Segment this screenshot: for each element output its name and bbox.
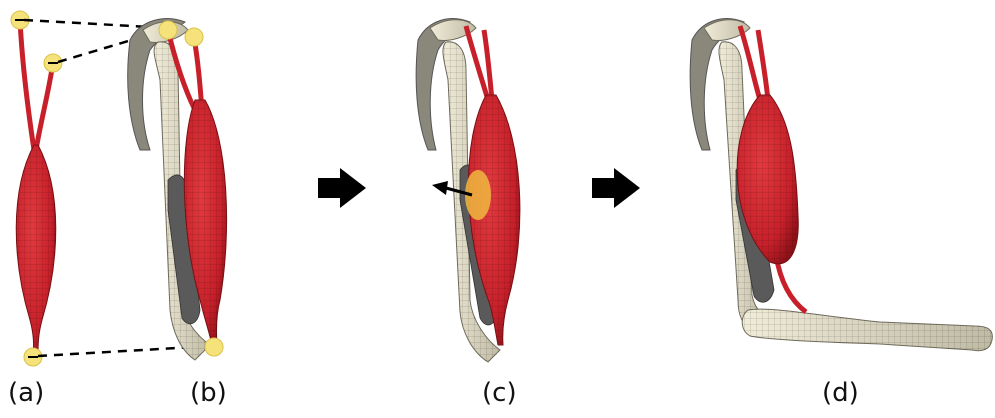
panel-label-d: (d) — [822, 378, 859, 408]
panel-b-arm — [128, 19, 227, 360]
panel-label-b: (b) — [190, 378, 227, 408]
attachment-marker-icon — [159, 21, 177, 39]
panel-c-arm — [416, 19, 520, 362]
panel-label-a: (a) — [8, 378, 44, 408]
panel-a-muscle — [11, 11, 62, 366]
flow-arrow-icon — [318, 168, 366, 208]
panel-label-c: (c) — [482, 378, 517, 408]
flow-arrow-icon — [592, 168, 640, 208]
panel-d-arm — [690, 19, 992, 351]
attachment-marker-icon — [185, 28, 203, 46]
attachment-marker-icon — [205, 338, 223, 356]
